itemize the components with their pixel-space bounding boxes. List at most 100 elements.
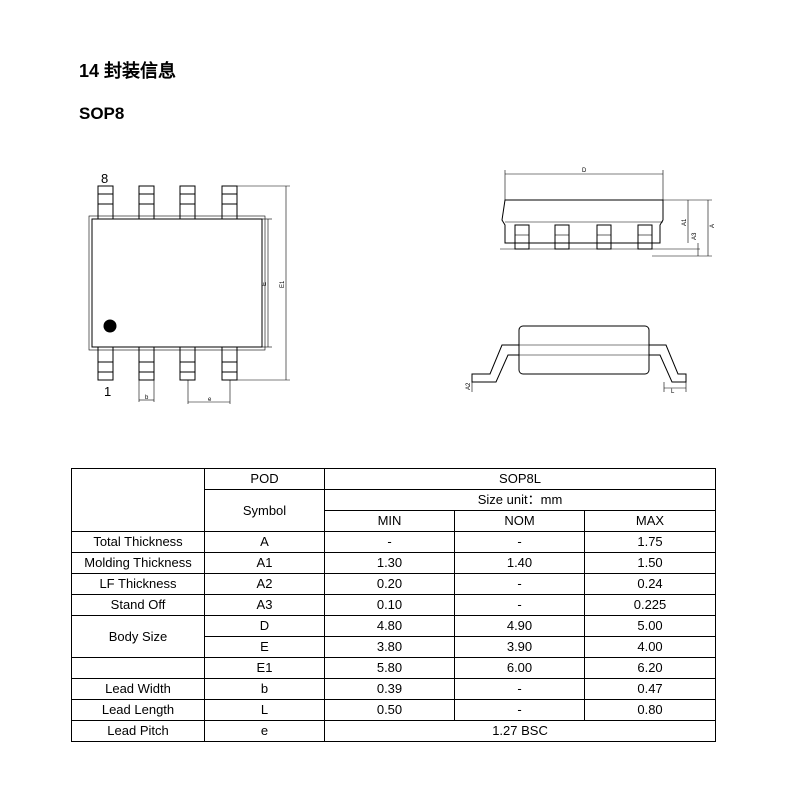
symbol-cell: b: [204, 678, 325, 700]
dimension-table: POD SOP8L Symbol Size unit：mm MIN NOM MA…: [71, 468, 717, 742]
header-max: MAX: [583, 510, 717, 532]
nom-cell: 4.90: [454, 615, 585, 637]
package-drawings: 8 1 E E1 b e D A1 A3 A A2 L: [88, 168, 716, 404]
table-row: Molding Thickness A1 1.30 1.40 1.50: [71, 552, 717, 574]
max-cell: 1.50: [583, 552, 717, 574]
header-nom: NOM: [454, 510, 585, 532]
symbol-cell: A3: [204, 594, 325, 616]
dim-b-label: b: [145, 395, 149, 401]
max-cell: 5.00: [583, 615, 717, 637]
symbol-cell: e: [204, 720, 325, 742]
nom-cell: -: [454, 531, 585, 553]
table-row: Body Size D 4.80 4.90 5.00: [71, 615, 717, 658]
param-cell: Lead Length: [71, 699, 205, 721]
symbol-cell: E: [204, 636, 325, 658]
side-body: [501, 199, 664, 244]
side-lead: [596, 224, 612, 250]
min-cell: 3.80: [324, 636, 455, 658]
dim-A2-label: A2: [466, 382, 472, 390]
header-blank: [71, 468, 205, 532]
dim-e-label: e: [208, 397, 212, 403]
top-lead: [97, 185, 114, 220]
param-cell: Molding Thickness: [71, 552, 205, 574]
table-row: Lead Length L 0.50 - 0.80: [71, 699, 717, 721]
side-lead: [637, 224, 653, 250]
max-cell: 0.80: [583, 699, 717, 721]
table-row: Total Thickness A - - 1.75: [71, 531, 717, 553]
symbol-cell: L: [204, 699, 325, 721]
table-row: Lead Width b 0.39 - 0.47: [71, 678, 717, 700]
pin-1-label: 1: [104, 384, 111, 399]
max-cell: 0.24: [583, 573, 717, 595]
min-cell: 0.50: [324, 699, 455, 721]
side-lead: [554, 224, 570, 250]
max-cell: 0.225: [583, 594, 717, 616]
param-cell: Lead Pitch: [71, 720, 205, 742]
dim-A1-label: A1: [682, 218, 688, 226]
side-lead: [514, 224, 530, 250]
dim-D-label: D: [582, 168, 587, 174]
end-view-drawing: [471, 325, 687, 392]
symbol-cell: E1: [204, 657, 325, 679]
dim-L-label: L: [671, 389, 675, 395]
max-cell: 0.47: [583, 678, 717, 700]
end-lead-right: [649, 344, 687, 383]
param-cell: [71, 657, 205, 679]
dim-A3-label: A3: [692, 232, 698, 240]
min-cell: 0.20: [324, 573, 455, 595]
symbol-cell: A1: [204, 552, 325, 574]
bottom-lead: [221, 346, 238, 381]
dim-E-label: E: [262, 282, 268, 286]
table-row: E1 5.80 6.00 6.20: [71, 657, 717, 679]
section-heading: 14 封装信息: [79, 61, 177, 81]
param-cell: Stand Off: [71, 594, 205, 616]
bottom-lead: [179, 346, 196, 381]
header-pod: POD: [204, 468, 325, 490]
header-package: SOP8L: [323, 468, 717, 490]
end-lead-left: [471, 344, 519, 383]
header-size-unit: Size unit：mm: [323, 489, 717, 511]
top-lead: [179, 185, 196, 220]
table-row: LF Thickness A2 0.20 - 0.24: [71, 573, 717, 595]
min-cell: 4.80: [324, 615, 455, 637]
header-min: MIN: [324, 510, 455, 532]
nom-cell: 3.90: [454, 636, 585, 658]
min-cell: 5.80: [324, 657, 455, 679]
nom-cell: 6.00: [454, 657, 585, 679]
nom-cell: -: [454, 699, 585, 721]
bottom-lead: [138, 346, 155, 381]
param-cell: Body Size: [71, 615, 205, 658]
max-cell: 6.20: [583, 657, 717, 679]
pin-8-label: 8: [101, 171, 108, 186]
header-symbol: Symbol: [204, 489, 325, 532]
min-cell: 0.10: [324, 594, 455, 616]
dim-A-label: A: [710, 224, 716, 228]
min-cell: 1.30: [324, 552, 455, 574]
symbol-cell: A2: [204, 573, 325, 595]
table-row: Stand Off A3 0.10 - 0.225: [71, 594, 717, 616]
param-cell: LF Thickness: [71, 573, 205, 595]
top-lead: [138, 185, 155, 220]
max-cell: 1.75: [583, 531, 717, 553]
min-cell: 0.39: [324, 678, 455, 700]
top-lead: [221, 185, 238, 220]
bottom-lead: [97, 346, 114, 381]
top-view-drawing: [88, 185, 290, 404]
nom-cell: -: [454, 678, 585, 700]
pin1-marker: [103, 319, 117, 333]
package-name: SOP8: [79, 104, 125, 123]
package-body: [91, 218, 263, 348]
symbol-cell: D: [204, 615, 325, 637]
symbol-cell: A: [204, 531, 325, 553]
bsc-cell: 1.27 BSC: [323, 720, 717, 742]
param-cell: Total Thickness: [71, 531, 205, 553]
max-cell: 4.00: [583, 636, 717, 658]
nom-cell: -: [454, 573, 585, 595]
nom-cell: -: [454, 594, 585, 616]
side-view-drawing: [500, 170, 712, 257]
nom-cell: 1.40: [454, 552, 585, 574]
param-cell: Lead Width: [71, 678, 205, 700]
dim-E1-label: E1: [280, 280, 286, 288]
min-cell: -: [324, 531, 455, 553]
table-row: Lead Pitch e 1.27 BSC: [71, 720, 717, 742]
